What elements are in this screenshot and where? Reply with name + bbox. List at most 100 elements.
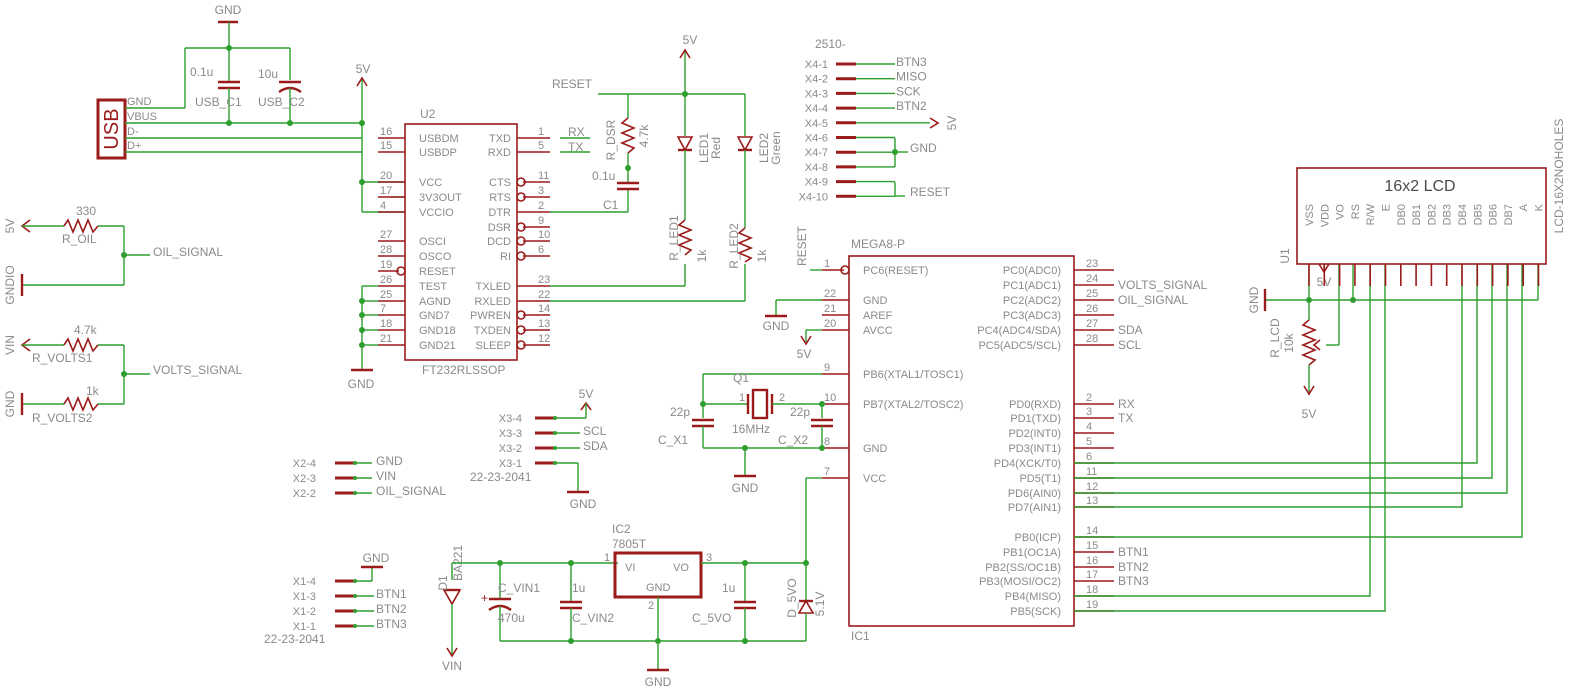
x1-pins-pin-label: X1-1 [293,621,316,633]
ft232-pin-num: 20 [380,170,392,182]
lcd-pin-name: VSS [1304,204,1316,226]
x4-net-label: MISO [896,70,927,84]
volts-sensor-divider: VIN 4.7k R_VOLTS1 VOLTS_SIGNAL GND 1k R_… [3,323,242,425]
mega-net-label: BTN3 [1118,574,1149,588]
ft232-pin-name: RESET [419,266,456,278]
usb-c1-value: 0.1u [190,65,213,79]
lcd-pin-name: DB3 [1442,204,1454,225]
ft232-pin-num: 11 [538,170,549,182]
ft232-pin-name: PWREN [470,310,511,322]
x4-net-label: SCK [896,84,921,98]
x3-net-label: SDA [583,439,608,453]
ft232-right-pins: 1TXD5RXD11CTS3RTS2DTR9DSR10DCD6RI23TXLED… [470,126,550,352]
mega-pin-name: PB4(MISO) [1005,591,1061,603]
ft232-gnd-label: GND [348,377,375,391]
r-oil-name: R_OIL [62,232,97,246]
lcd-pin-name: DB2 [1426,204,1438,225]
r-volts2-value: 1k [86,384,100,398]
usb-pin-gnd: GND [127,96,152,108]
lcd-pin-name: VDD [1319,204,1331,227]
lcd-title: 16x2 LCD [1384,178,1455,195]
reg-vo: VO [673,562,689,574]
ft232-left-pins: 16USBDM15USBDP20VCC173V3OUT4VCCIO27OSCI2… [378,126,462,352]
led-indicators: 5V LED1 Red LED2 Green R_LED1 1k R_LED2 … [667,33,783,269]
ft232-pin-name: TEST [419,281,447,293]
x4-pin-label: X4-7 [805,147,828,159]
mega-pin-num: 9 [824,362,830,374]
volts-signal-label: VOLTS_SIGNAL [153,363,242,377]
reg-gnd: GND [646,582,671,594]
mega-pin-name: AREF [863,310,893,322]
mega-pin-name: PC4(ADC4/SDA) [977,325,1061,337]
svg-text:2: 2 [779,392,785,404]
mega-pin-name: PB1(OC1A) [1003,547,1061,559]
x2-net-label: VIN [376,469,396,483]
ft232-pin-name: GND7 [419,310,450,322]
vin-label: VIN [3,335,17,355]
x1-gnd-label: GND [363,551,390,565]
mega-pin-num: 24 [1086,273,1098,285]
lcd-pin-name: DB5 [1472,204,1484,225]
led2-name: LED2 [757,133,771,163]
cx2-value: 22p [790,405,810,419]
ft232-pin-name: RXLED [474,296,511,308]
ft232-pin-name: RI [500,251,511,263]
ft232-pin-num: 15 [380,140,392,152]
x3-pins-pin-label: X3-3 [499,428,522,440]
ft232-pin-name: VCC [419,177,442,189]
lcd-pin-name: K [1534,203,1546,211]
power-supply: VIN D1 BA221 + C_VIN1 470u 1u C_VIN2 IC2… [436,477,827,689]
x3-pins-pin-label: X3-2 [499,443,522,455]
mega-net-label: VOLTS_SIGNAL [1118,278,1207,292]
mega-pin-name: VCC [863,473,886,485]
mega-net-label: BTN1 [1118,545,1149,559]
r-led1-name: R_LED1 [667,215,681,261]
r-lcd-value: 10k [1282,332,1296,352]
mega-net-label: SCL [1118,338,1142,352]
mega-pin-num: 19 [1086,599,1098,611]
ft232-pin-name: DSR [488,222,511,234]
ft232-pin-name: RTS [489,192,511,204]
ft232-pin-num: 23 [538,274,550,286]
mega-pin-name: PB6(XTAL1/TOSC1) [863,369,963,381]
ft232-5v-label: 5V [356,62,371,76]
ft232-pin-name: VCCIO [419,207,454,219]
x4-net-label: RESET [910,185,951,199]
mcu-left-wiring: RESET GND 5V Q1 16MHz 1 2 22p C_X1 22p C [658,225,833,495]
mega-pin-name: PD6(AIN0) [1008,488,1061,500]
usb-gnd-label: GND [215,3,242,17]
x4-net-label: GND [910,141,937,155]
u1-name: U1 [1278,248,1292,264]
mega-pin-num: 6 [1086,451,1092,463]
usb-decoupling: GND 0.1u USB_C1 10u USB_C2 [184,3,365,126]
lcd-pin-name: DB0 [1396,204,1408,225]
x4-net-label: BTN3 [896,55,927,69]
ft232-pin-num: 25 [380,289,392,301]
ft232-pin-num: 13 [538,318,550,330]
reset-rc-network: RESET R_DSR 4.7k 0.1u C1 [552,77,685,212]
lcd-pin-name: VO [1335,204,1347,220]
mega-net-label: BTN2 [1118,560,1149,574]
x1-pins-pin-label: X1-3 [293,591,316,603]
ft232-pin-name: 3V3OUT [419,192,462,204]
x4-part: 2510- [815,37,846,51]
volts-gnd-label: GND [3,390,17,417]
mega-part: MEGA8-P [851,237,905,251]
x1-part: 22-23-2041 [264,632,326,646]
q1-name: Q1 [733,371,749,385]
ps-gnd-label: GND [645,675,672,689]
mega-pin-name: PC3(ADC3) [1003,310,1061,322]
mega-pin-num: 1 [824,258,830,270]
ft232-pin-num: 16 [380,126,392,138]
ft232-pin-name: USBDP [419,147,457,159]
mega-pin-num: 8 [824,436,830,448]
mega-pin-num: 3 [1086,406,1092,418]
mega-pin-num: 28 [1086,333,1098,345]
x4-pin-label: X4-1 [805,59,828,71]
ft232-pin-num: 7 [380,303,386,315]
x4-pin-label: X4-6 [805,133,828,145]
mega-pin-name: PD4(XCK/T0) [994,458,1061,470]
x4-5v-label: 5V [945,116,959,131]
